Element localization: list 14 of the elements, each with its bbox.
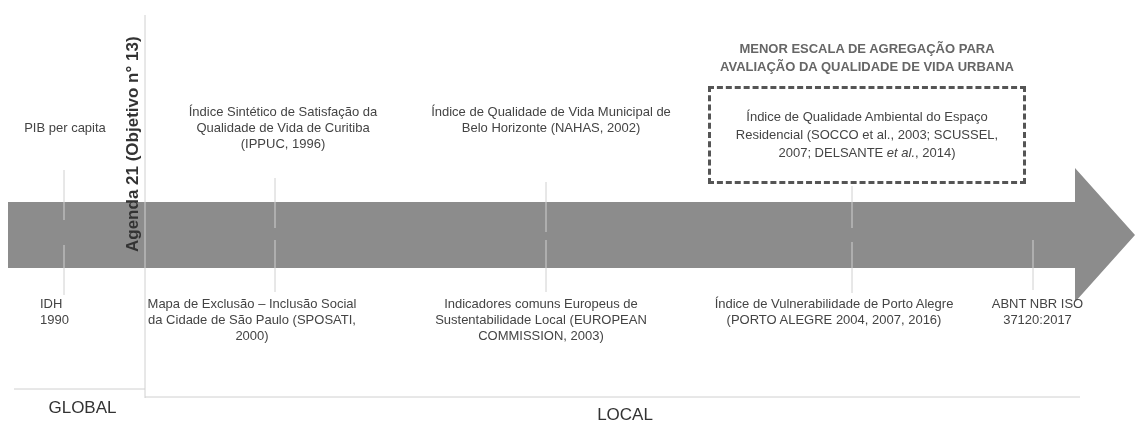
milestone-label: Índice de Qualidade de Vida Municipal de Belo Horizonte (NAHAS, 2002) — [430, 104, 672, 136]
box-text: Índice de Qualidade Ambiental do Espaço Residencial (SOCCO et al., 2003; SCUSSEL, 2007; DELSANTE et al., 2014) — [734, 108, 1000, 162]
scale-label: LOCAL — [596, 405, 654, 423]
milestone-label: IDH 1990 — [40, 296, 70, 328]
milestone-label: Indicadores comuns Europeus de Sustentabilidade Local (EUROPEAN COMMISSION, 2003) — [434, 296, 648, 344]
milestone-label: ABNT NBR ISO 37120:2017 — [990, 296, 1085, 328]
dashed-box — [708, 86, 1026, 184]
group-heading: MENOR ESCALA DE AGREGAÇÃO PARA AVALIAÇÃO DA QUALIDADE DE VIDA URBANA — [719, 40, 1015, 76]
milestone-label: Mapa de Exclusão – Inclusão Social da Cidade de São Paulo (SPOSATI, 2000) — [146, 296, 358, 344]
milestone-label: PIB per capita — [23, 120, 107, 136]
milestone-label: Índice de Vulnerabilidade de Porto Alegre (PORTO ALEGRE 2004, 2007, 2016) — [713, 296, 955, 328]
milestone-label: Índice Sintético de Satisfação da Qualidade de Vida de Curitiba (IPPUC, 1996) — [187, 104, 379, 152]
milestone-label: Agenda 21 (Objetivo n° 13) — [123, 36, 143, 252]
scale-label: GLOBAL — [47, 398, 118, 418]
